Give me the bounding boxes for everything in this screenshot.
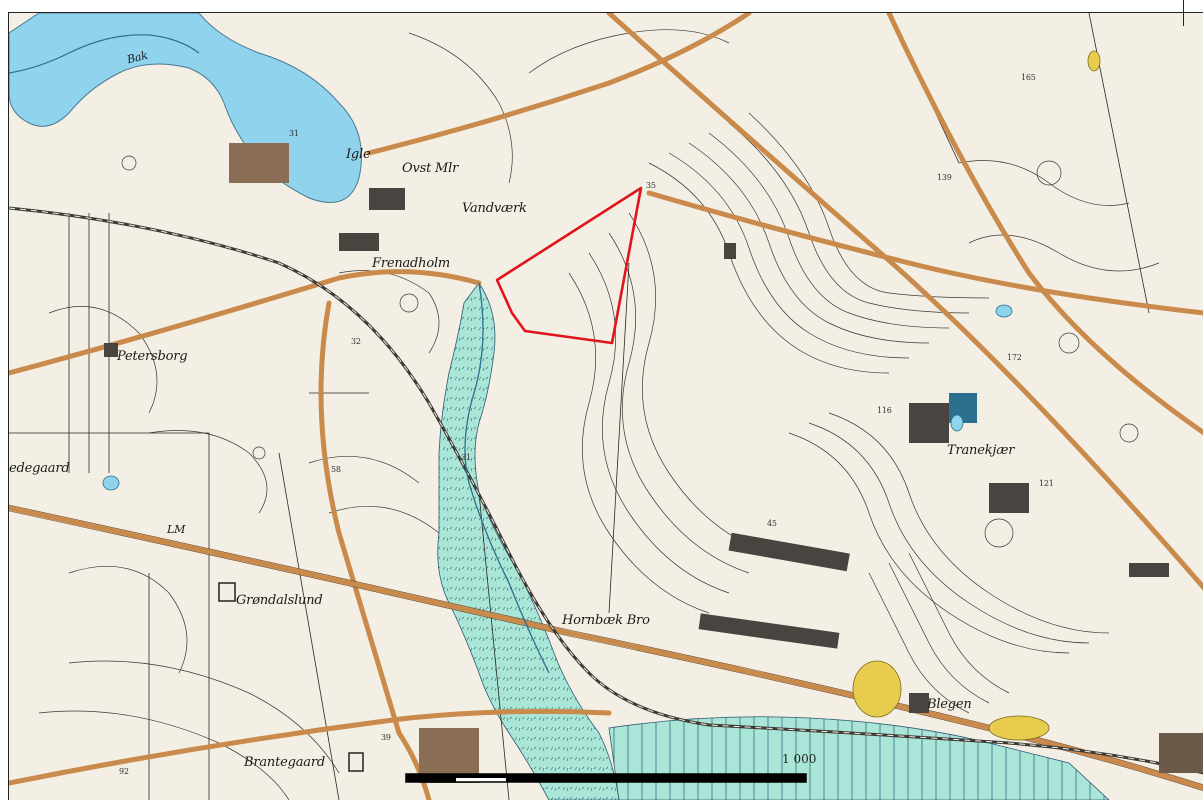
elevation-label: 31 [289,129,299,138]
stream-upper [9,34,200,74]
field-boundaries [9,13,1150,800]
elevation-label: 116 [877,406,892,415]
elevation-label: 121 [1039,479,1054,488]
place-label-grondalslund: Grøndalslund [236,593,323,608]
elevation-label: 31 [461,453,471,462]
place-label-lm: LM [167,523,186,536]
place-label-ovst-mlr: Ovst Mlr [402,161,459,176]
elevation-label: 35 [646,181,656,190]
roads-outline [9,504,1203,792]
study-area-boundary [495,186,643,345]
road-south [9,708,612,786]
map-paper [9,13,1203,800]
place-label-tranekjaer: Tranekjær [947,443,1015,458]
elevation-label: 32 [351,337,361,346]
contour-lines [38,29,1160,800]
map-frame: Igle Ovst Mlr Vandværk Frenadholm Peters… [8,12,1203,800]
topographic-map [9,13,1203,800]
elevation-label: 58 [331,465,341,474]
railway-inner [9,207,1203,774]
elevation-label: 92 [119,767,129,776]
place-label-bransegaard: Brantegaard [244,755,325,770]
scale-bar-label: 1 000 [782,752,817,766]
elevation-label: 172 [1007,353,1022,362]
elevation-label: 45 [767,519,777,528]
road-side [396,730,432,800]
place-label-vandvaerk: Vandværk [462,201,527,216]
road-north-diagonal [606,13,1203,591]
road-northeast [886,13,1203,436]
ponds [102,304,1013,491]
place-label-frenadholm: Frenadholm [372,256,451,271]
place-label-petersborg: Petersborg [117,349,188,364]
road-north [366,13,752,156]
road-mid [318,300,402,736]
place-label-igle: Igle [346,147,371,162]
road-east [646,190,1203,316]
sand-areas [852,50,1101,741]
place-label-blegen: Blegen [927,697,972,712]
elevation-label: 139 [937,173,952,182]
elevation-label: 39 [381,733,391,742]
river [464,282,550,674]
elevation-label: 165 [1021,73,1036,82]
place-label-hedegaard: edegaard [9,461,70,476]
frame-corner-tick [1183,0,1184,26]
place-label-hornbaek-bro: Hornbæk Bro [562,613,650,628]
scale-bar-graphic [405,773,807,783]
road-west [9,269,482,376]
